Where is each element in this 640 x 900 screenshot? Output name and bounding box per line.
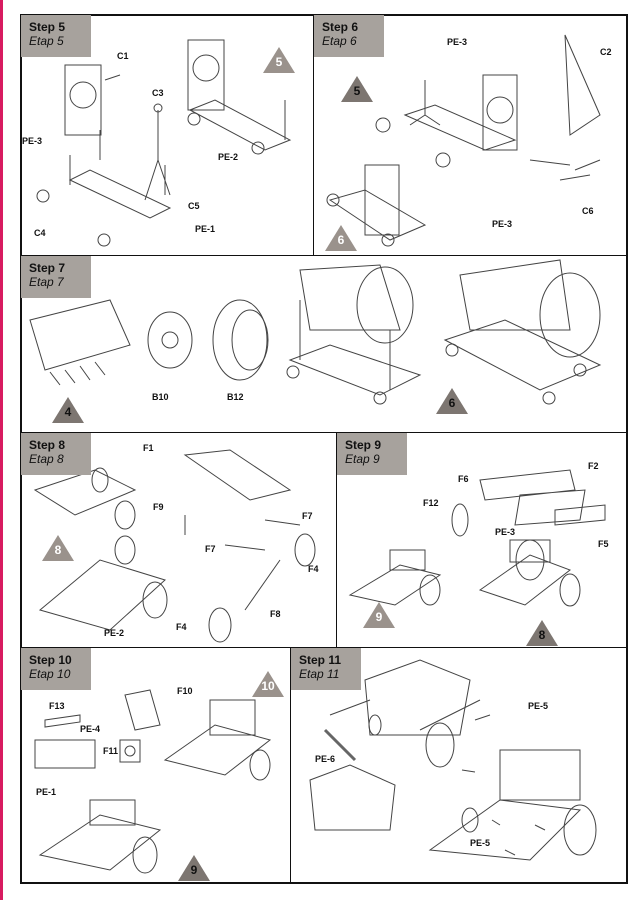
part-label: C4 [34,228,46,238]
step-title: Step 8 [29,438,66,452]
part-label: F4 [308,564,319,574]
part-label: F12 [423,498,439,508]
part-label: PE-3 [447,37,468,47]
reference-number: 9 [190,863,198,877]
step9-drawing [348,469,606,607]
page-edge-mark [0,0,3,900]
step11-drawing [309,659,597,861]
reference-number: 5 [353,84,361,98]
part-label: F7 [205,544,216,554]
step-title: Step 9 [345,438,382,452]
reference-number: 8 [538,628,546,642]
step-title: Step 6 [322,20,359,34]
part-label: F4 [176,622,187,632]
step-subtitle: Etap 9 [345,452,380,466]
step-title: Step 5 [29,20,66,34]
part-label: F2 [588,461,599,471]
step-subtitle: Etap 8 [29,452,64,466]
step-subtitle: Etap 5 [29,34,64,48]
reference-triangle: 6 [325,225,357,251]
reference-triangle: 4 [52,397,84,423]
reference-triangle: 9 [178,855,210,881]
step-title: Step 7 [29,261,66,275]
part-label: B10 [152,392,169,402]
part-label: PE-2 [104,628,125,638]
step-title: Step 11 [299,653,342,667]
part-label: PE-5 [528,701,549,711]
reference-number: 6 [337,233,345,247]
step-subtitle: Etap 11 [299,667,340,681]
part-label: PE-3 [22,136,43,146]
reference-triangle: 8 [526,620,558,646]
reference-number: 10 [261,679,275,693]
part-label: F13 [49,701,65,711]
reference-number: 9 [375,610,383,624]
part-label: F5 [598,539,609,549]
part-label: F6 [458,474,469,484]
reference-triangle: 6 [436,388,468,414]
part-label: F10 [177,686,193,696]
reference-triangle: 5 [263,47,295,73]
part-label: PE-4 [80,724,101,734]
part-label: C6 [582,206,594,216]
step8-drawing [33,449,316,643]
reference-number: 8 [54,543,62,557]
part-label: F7 [302,511,313,521]
step-subtitle: Etap 10 [29,667,71,681]
reference-number: 6 [448,396,456,410]
part-label: C3 [152,88,164,98]
part-label: PE-1 [36,787,57,797]
reference-triangle: 5 [341,76,373,102]
step-subtitle: Etap 6 [322,34,357,48]
part-label: F8 [270,609,281,619]
reference-triangle: 10 [252,671,284,697]
part-label: F1 [143,443,154,453]
part-label: PE-5 [470,838,491,848]
part-label: C2 [600,47,612,57]
reference-triangle: 9 [363,602,395,628]
part-label: PE-1 [195,224,216,234]
part-label: PE-3 [492,219,513,229]
reference-triangle: 8 [42,535,74,561]
step6-drawing [326,34,601,247]
step10-drawing [34,689,272,874]
part-label: PE-3 [495,527,516,537]
step7-drawing [29,259,602,405]
step5-drawing [36,39,292,247]
part-label: B12 [227,392,244,402]
part-label: F9 [153,502,164,512]
step-title: Step 10 [29,653,72,667]
step-subtitle: Etap 7 [29,275,64,289]
reference-number: 4 [64,405,72,419]
part-label: PE-2 [218,152,239,162]
reference-number: 5 [275,55,283,69]
part-label: C1 [117,51,129,61]
part-label: F11 [103,746,119,756]
part-label: C5 [188,201,200,211]
part-label: PE-6 [315,754,336,764]
